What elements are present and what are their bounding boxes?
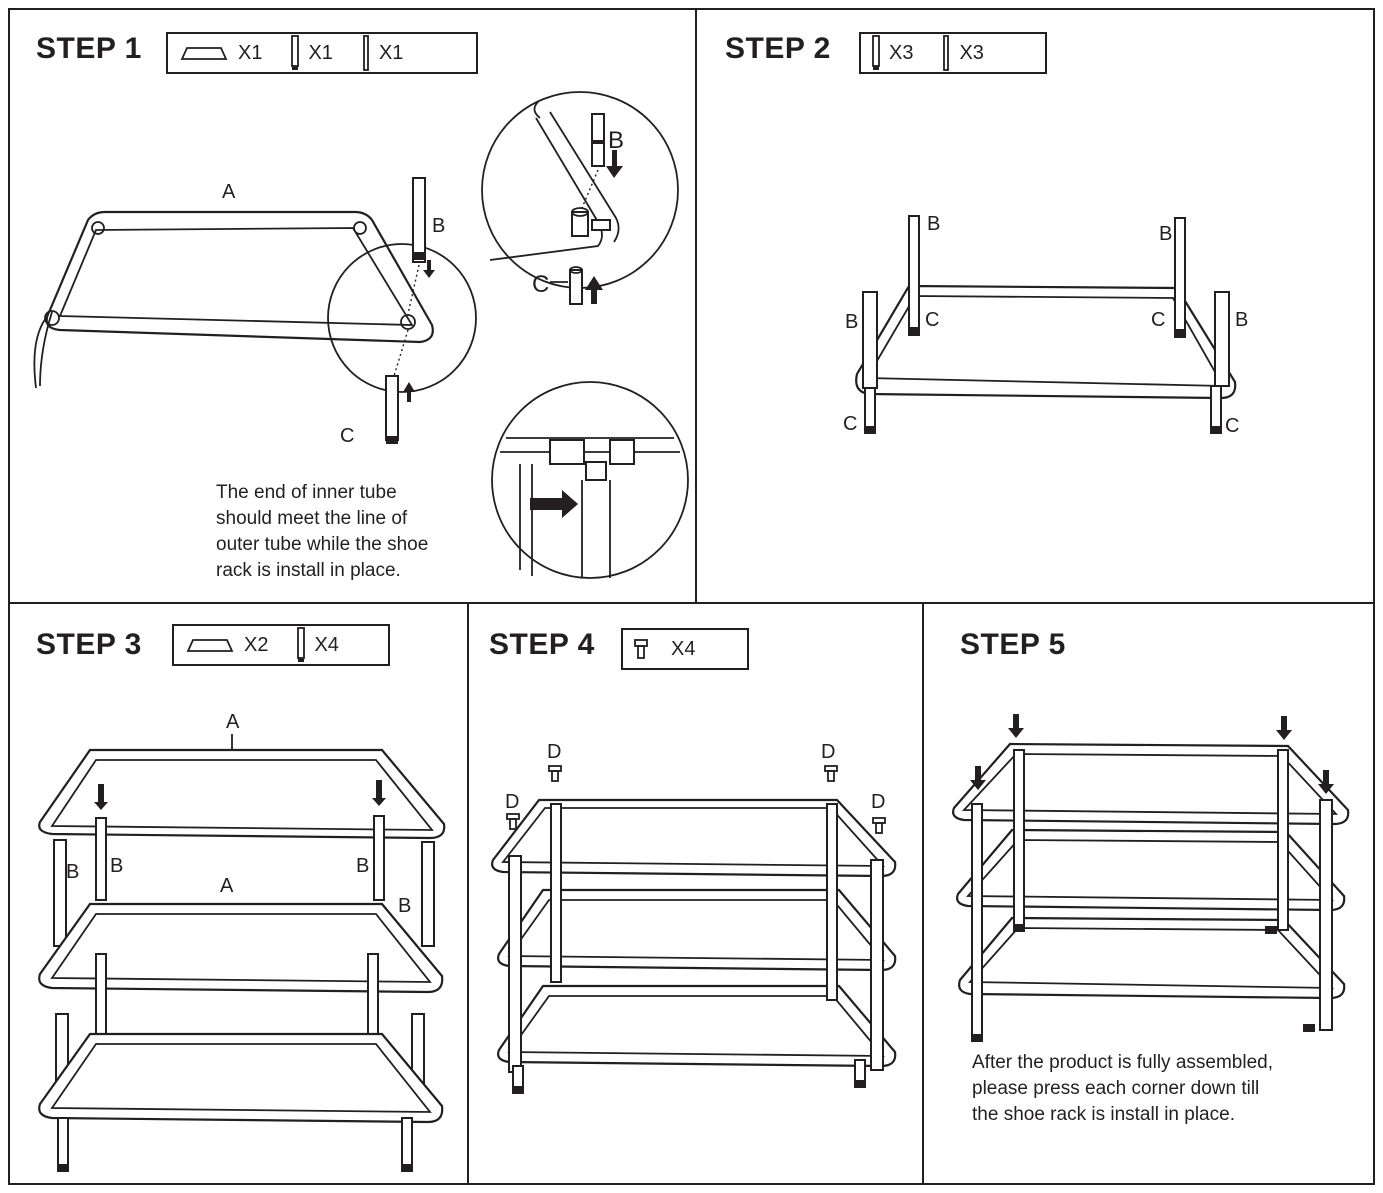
part-qty: X1: [378, 41, 404, 64]
step-5-diagram: [952, 714, 1350, 1042]
step-4-panel: STEP 4 X4 D D D D: [469, 604, 922, 1184]
label-d: D: [505, 791, 519, 813]
label-b: B: [356, 855, 369, 877]
step-2-diagram: B B B B C C C C: [843, 213, 1248, 437]
screw-icon: [634, 639, 648, 659]
label-b: B: [66, 861, 79, 883]
step-4-parts-box: X4: [621, 628, 749, 670]
frame-a: [45, 210, 434, 344]
label-b: B: [927, 213, 940, 235]
frame-part-icon: [180, 47, 228, 60]
detail-label-b: B: [608, 127, 624, 154]
label-c: C: [1225, 415, 1239, 437]
step-4-title: STEP 4: [489, 628, 595, 661]
frame-part-icon: [186, 639, 234, 652]
detail-label-c: C: [532, 271, 549, 298]
divider-step3-step4: [467, 602, 469, 1185]
label-d: D: [547, 741, 561, 763]
screw-d: [506, 813, 520, 830]
step-3-title: STEP 3: [36, 628, 142, 661]
part-qty: X2: [244, 633, 269, 656]
step-1-title: STEP 1: [36, 32, 142, 65]
step-2-title: STEP 2: [725, 32, 831, 65]
label-b: B: [1159, 223, 1172, 245]
screw-d: [824, 765, 838, 782]
outer-tube-icon: [291, 35, 300, 70]
label-b: B: [398, 895, 411, 917]
detail-joint-circle: B C: [481, 91, 679, 305]
step-3-diagram: A B B B B A: [38, 711, 446, 1172]
step-5-note: After the product is fully assembled, pl…: [972, 1052, 1273, 1125]
step-3-panel: STEP 3 X2 X4 A B B B B A: [10, 604, 467, 1184]
screw-d: [872, 817, 886, 834]
label-c: C: [340, 425, 354, 447]
screw-d: [548, 765, 562, 782]
step-3-parts-box: X2 X4: [172, 624, 390, 666]
label-a: A: [226, 711, 240, 733]
part-qty: X4: [314, 633, 339, 656]
page-frame: [8, 8, 1375, 1185]
label-d: D: [821, 741, 835, 763]
outer-tube-icon: [297, 627, 306, 662]
step-4-diagram: D D D D: [491, 741, 897, 1094]
step-1-parts-box: X1 X1 X1: [166, 32, 478, 74]
press-arrow: [1276, 716, 1292, 740]
label-a: A: [220, 875, 234, 897]
press-arrow: [1318, 770, 1334, 794]
step-5-panel: STEP 5 After the product is fully assemb…: [924, 604, 1373, 1184]
label-a: A: [222, 181, 236, 203]
detail-inner-tube-circle: [491, 381, 689, 579]
divider-step1-step2: [695, 8, 697, 603]
part-qty: X1: [238, 41, 263, 64]
label-c: C: [925, 309, 939, 331]
outer-tube-icon: [872, 35, 880, 70]
divider-top-bottom: [8, 602, 1375, 604]
inner-tube-icon: [363, 35, 369, 71]
label-c: C: [1151, 309, 1165, 331]
part-qty: X1: [308, 41, 333, 64]
part-qty: X4: [671, 637, 696, 660]
press-arrow: [970, 766, 986, 790]
divider-step4-step5: [922, 602, 924, 1185]
label-b: B: [110, 855, 123, 877]
step-1-panel: STEP 1 X1 X1 X1 A B C: [10, 10, 695, 602]
step-1-diagram: A B C B C: [33, 91, 689, 579]
part-qty: X3: [889, 41, 914, 64]
tube-b: [412, 177, 426, 263]
label-d: D: [871, 791, 885, 813]
step-2-panel: STEP 2 X3 X3 B B B B C C C C: [697, 10, 1373, 602]
press-arrow: [1008, 714, 1024, 738]
label-c: C: [843, 413, 857, 435]
inner-tube-icon: [943, 35, 950, 71]
label-b: B: [1235, 309, 1248, 331]
step-2-parts-box: X3 X3: [859, 32, 1047, 74]
step-1-note: The end of inner tube should meet the li…: [216, 482, 429, 581]
part-qty: X3: [959, 41, 984, 64]
tube-c: [385, 375, 399, 441]
label-b: B: [432, 215, 445, 237]
step-5-title: STEP 5: [960, 628, 1066, 661]
label-b: B: [845, 311, 858, 333]
